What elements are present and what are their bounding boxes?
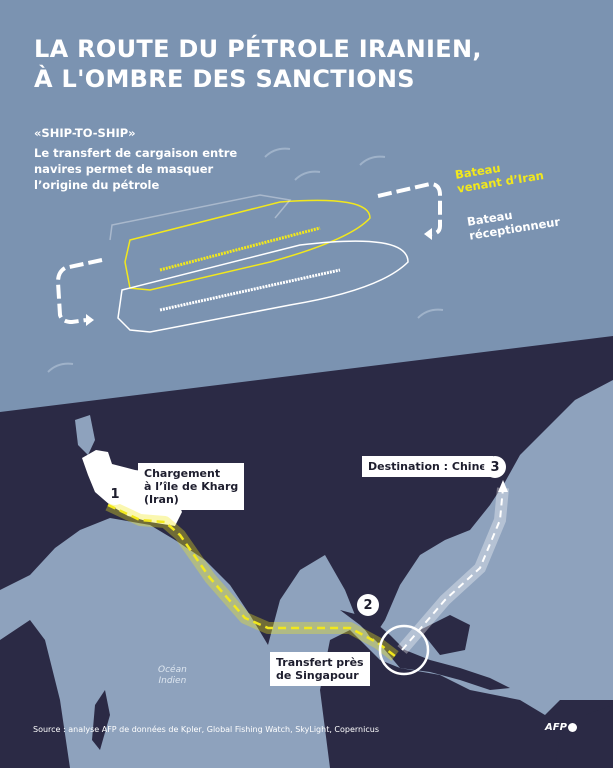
ocean-label: Océan Indien	[158, 665, 187, 687]
afp-logo-text: AFP	[545, 722, 567, 733]
iran-ship-icon	[124, 199, 371, 291]
callout-line: à l’île de Kharg	[144, 480, 239, 493]
callout-line: Chargement	[144, 467, 221, 480]
arrow-head-return	[86, 314, 94, 326]
ocean-label-line: Océan	[158, 665, 187, 675]
arrow-head-china	[498, 480, 508, 492]
callout-line: (Iran)	[144, 493, 179, 506]
route-china-dashes	[401, 487, 504, 651]
arrow-head-receiving	[424, 228, 432, 240]
section-kicker: «SHIP-TO-SHIP»	[34, 126, 136, 140]
section-description: Le transfert de cargaison entre navires …	[34, 146, 238, 192]
afp-logo: AFP	[545, 722, 577, 733]
seagull-icons	[47, 147, 444, 373]
step-1-marker: 1	[104, 483, 126, 505]
map	[0, 336, 613, 768]
source-note: Source : analyse AFP de données de Kpler…	[33, 725, 379, 734]
transfer-zone-circle	[378, 624, 430, 676]
step-3-marker: 3	[484, 456, 506, 478]
australia	[555, 705, 613, 768]
receiving-ship-icon	[109, 194, 409, 333]
madagascar	[92, 690, 110, 750]
route-iran-dashes	[107, 503, 396, 657]
step-2-callout: Transfert près de Singapour	[270, 652, 370, 686]
step-3-callout: Destination : Chine	[362, 456, 493, 477]
callout-line: Transfert près	[276, 656, 364, 669]
title-line-1: LA ROUTE DU PÉTROLE IRANIEN,	[34, 35, 482, 63]
transfer-arrows	[55, 181, 442, 325]
caspian-sea	[75, 415, 95, 455]
page-title: LA ROUTE DU PÉTROLE IRANIEN, À L'OMBRE D…	[34, 34, 482, 94]
callout-line: de Singapour	[276, 669, 359, 682]
borneo	[420, 615, 470, 655]
afp-logo-dot	[567, 723, 577, 732]
title-line-2: À L'OMBRE DES SANCTIONS	[34, 65, 415, 93]
ocean-label-line: Indien	[158, 676, 187, 686]
step-1-callout: Chargement à l’île de Kharg (Iran)	[138, 463, 245, 510]
step-2-marker: 2	[357, 594, 379, 616]
indonesia	[340, 610, 510, 690]
callout-line: Destination : Chine	[368, 460, 487, 473]
